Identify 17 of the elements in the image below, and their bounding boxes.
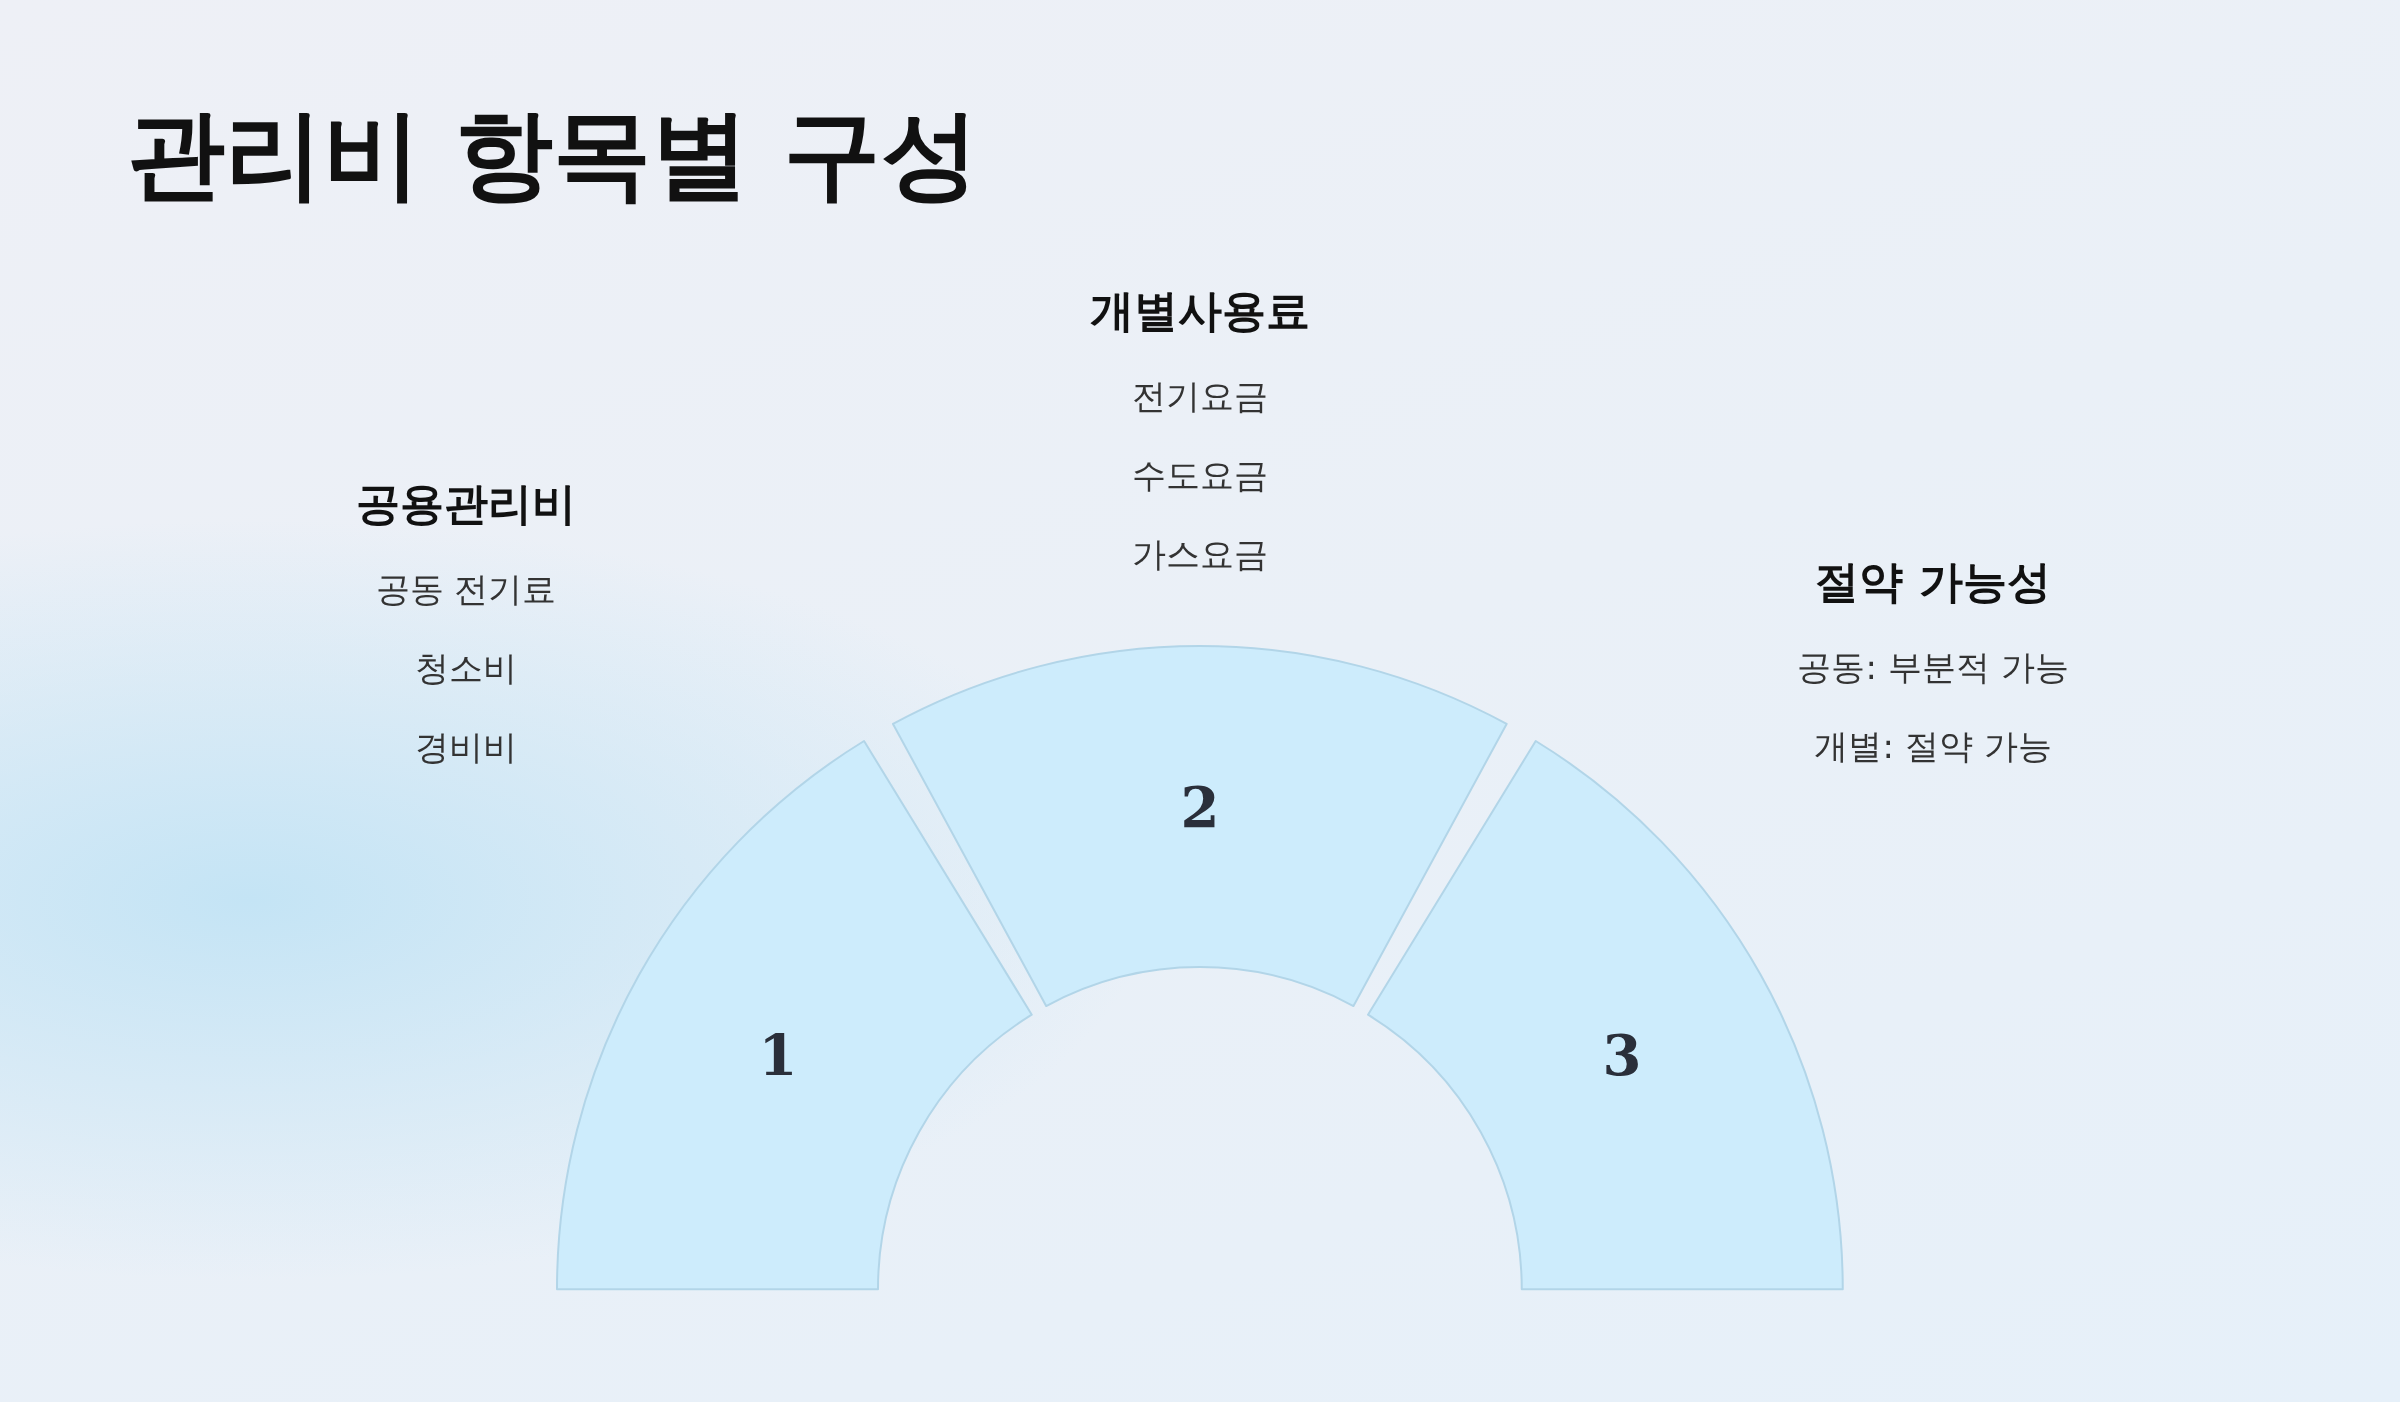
item-text: 수도요금 (1132, 454, 1268, 497)
category-heading: 공용관리비 (356, 477, 576, 531)
arc-segment (557, 740, 1032, 1289)
category-heading: 개별사용료 (1090, 284, 1310, 338)
item-text: 청소비 (415, 647, 517, 690)
item-text: 공동 전기료 (375, 568, 557, 611)
segment-number: 1 (758, 1022, 798, 1089)
category-heading: 절약 가능성 (1815, 555, 2051, 609)
arc-segment (893, 646, 1507, 1006)
item-text: 개별: 절약 가능 (1814, 725, 2052, 768)
segment-number: 3 (1602, 1022, 1642, 1089)
item-text: 경비비 (415, 726, 517, 769)
segment-number: 2 (1180, 773, 1220, 840)
item-text: 전기요금 (1132, 375, 1268, 418)
title: 관리비 항목별 구성 (127, 96, 980, 213)
item-text: 공동: 부분적 가능 (1797, 646, 2069, 689)
item-text: 가스요금 (1132, 533, 1268, 576)
